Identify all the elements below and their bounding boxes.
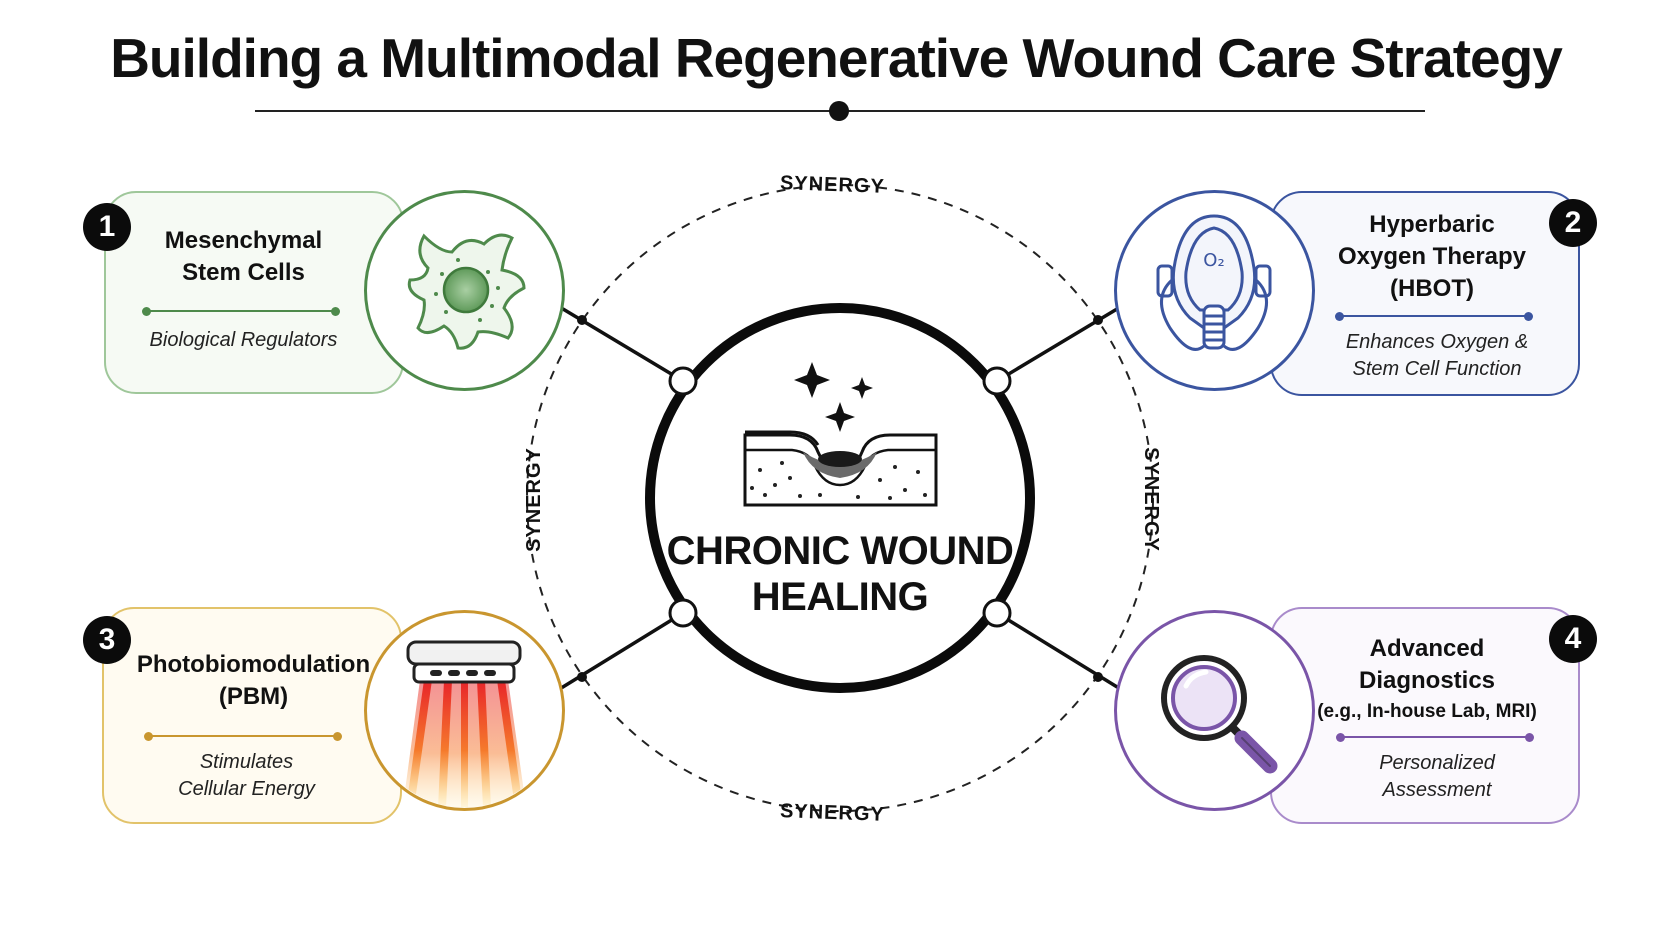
card-title-line2: (PBM) (218, 683, 289, 710)
card-title-line3: (HBOT) (1390, 275, 1474, 302)
synergy-label-left: SYNERGY (522, 447, 545, 552)
title-divider-dot (829, 101, 849, 121)
badge-2: 2 (1549, 199, 1597, 247)
connector-dots (577, 315, 1103, 682)
synergy-ring (526, 184, 1154, 812)
card-title-line1: Photobiomodulation (136, 651, 371, 678)
modality-card-stem-cells: Mesenchymal Stem Cells Biological Regula… (104, 191, 404, 394)
stem-cell-icon (364, 190, 565, 391)
badge-1: 1 (83, 203, 131, 251)
card-title-line2: Stem Cells (182, 259, 305, 286)
red-light-lamp-icon (364, 610, 565, 811)
wound-icon (743, 362, 938, 507)
modality-card-diagnostics: Advanced Diagnostics (e.g., In-house Lab… (1270, 607, 1580, 824)
oxygen-mask-icon: O₂ (1112, 188, 1317, 393)
card-description: Personalized Assessment (1302, 750, 1572, 804)
synergy-label-bottom: SYNERGY (779, 800, 886, 826)
card-title-line1: Mesenchymal (164, 227, 323, 254)
center-label-line1: CHRONIC WOUND (666, 529, 1014, 573)
card-title-line2: Diagnostics (1358, 667, 1496, 694)
card-description: Biological Regulators (149, 329, 338, 351)
card-divider (1336, 732, 1534, 742)
card-title-line2: Oxygen Therapy (1337, 243, 1527, 270)
card-title-line1: Advanced (1369, 635, 1485, 662)
card-description-line1: Personalized (1379, 752, 1495, 774)
badge-3: 3 (83, 616, 131, 664)
page-title: Building a Multimodal Regenerative Wound… (110, 27, 1563, 89)
card-subtitle: (e.g., In-house Lab, MRI) (1317, 701, 1537, 722)
card-description: Enhances Oxygen & Stem Cell Function (1302, 329, 1572, 383)
magnifying-glass-icon (1114, 610, 1315, 811)
card-title: Mesenchymal Stem Cells (126, 225, 361, 289)
card-description-line2: Cellular Energy (178, 778, 315, 800)
card-divider (144, 731, 342, 741)
synergy-label-right: SYNERGY (1139, 447, 1162, 552)
oxygen-label: O₂ (1203, 250, 1225, 271)
card-title-line1: Hyperbaric (1369, 211, 1495, 238)
center-label: CHRONIC WOUND HEALING (660, 528, 1020, 620)
card-title: Hyperbaric Oxygen Therapy (HBOT) (1302, 209, 1562, 305)
card-divider (142, 306, 340, 316)
synergy-label-top: SYNERGY (779, 172, 886, 198)
card-description-line2: Assessment (1382, 779, 1492, 801)
modality-card-hbot: Hyperbaric Oxygen Therapy (HBOT) Enhance… (1270, 191, 1580, 396)
card-divider (1335, 311, 1533, 321)
card-description-line2: Stem Cell Function (1352, 358, 1522, 380)
card-description: Stimulates Cellular Energy (104, 749, 389, 803)
card-description-line1: Stimulates (199, 751, 294, 773)
card-title: Photobiomodulation (PBM) (116, 649, 391, 713)
card-description-line1: Enhances Oxygen & (1345, 331, 1529, 353)
center-nodes (668, 366, 1012, 628)
modality-card-pbm: Photobiomodulation (PBM) Stimulates Cell… (102, 607, 402, 824)
badge-4: 4 (1549, 615, 1597, 663)
card-title: Advanced Diagnostics (1302, 633, 1552, 697)
center-label-line2: HEALING (751, 575, 929, 619)
